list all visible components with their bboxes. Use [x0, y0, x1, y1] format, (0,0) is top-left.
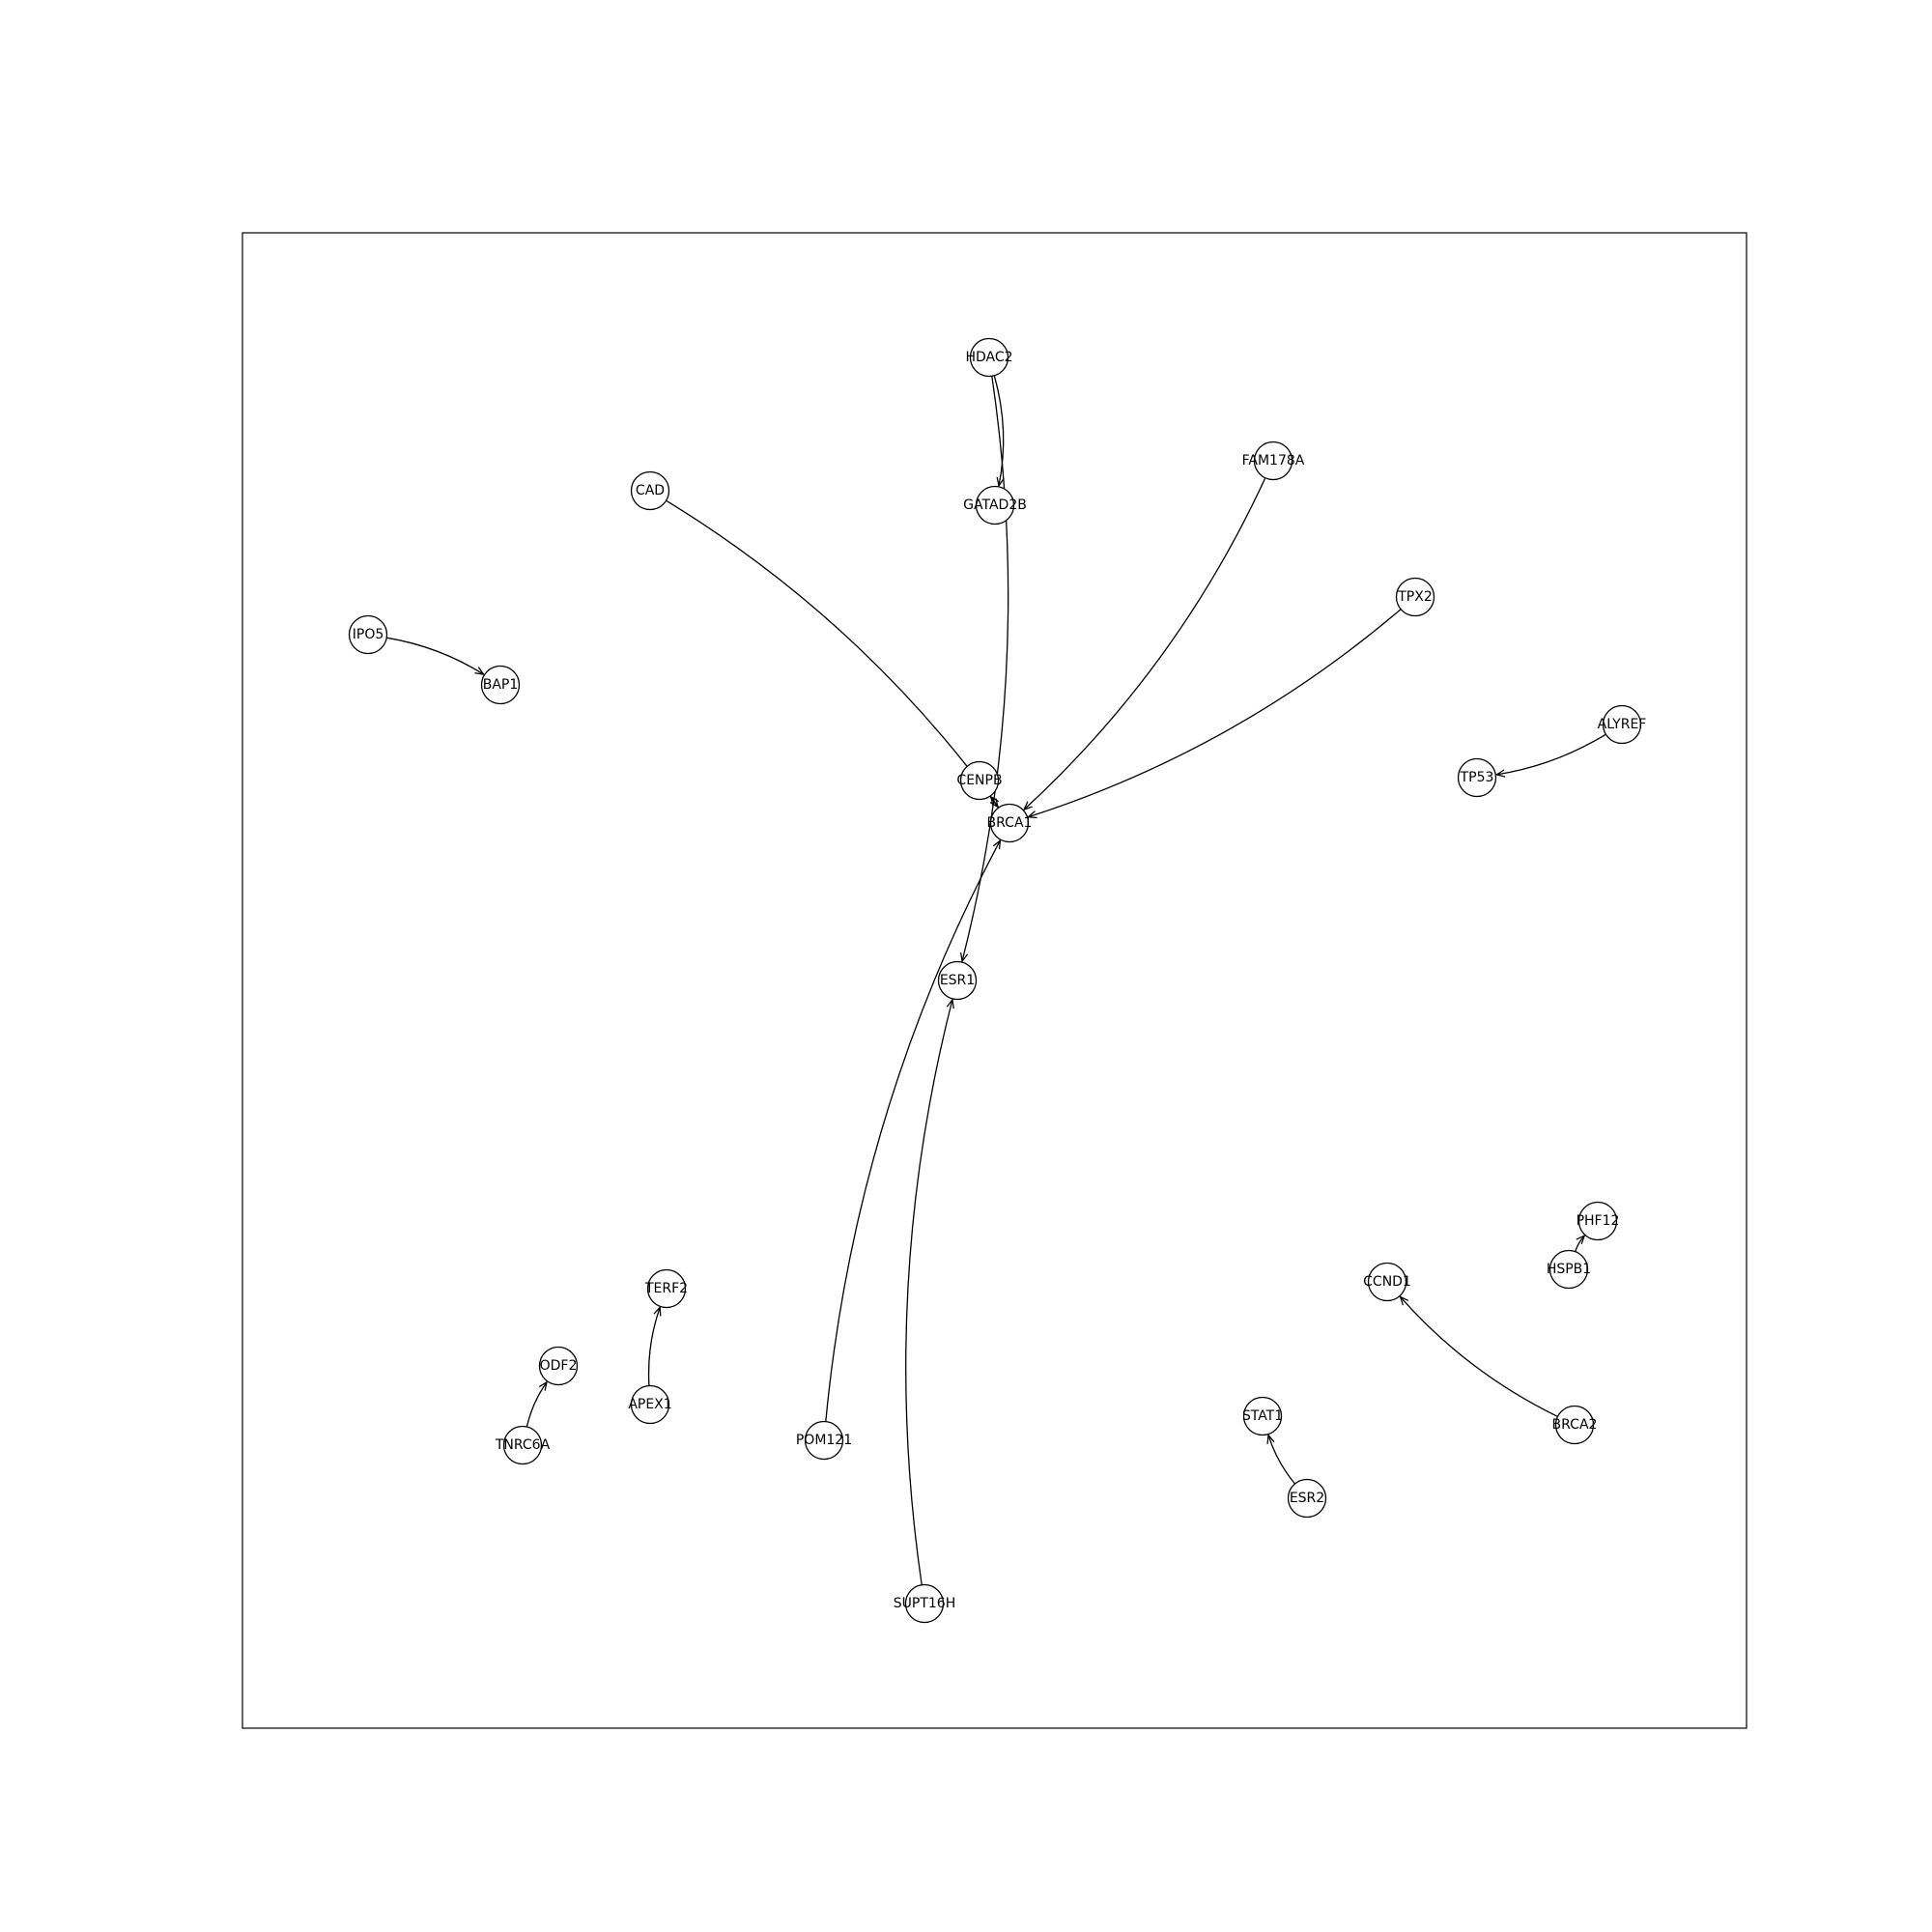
node-circle [1554, 1405, 1595, 1445]
node-circle [1253, 440, 1293, 481]
edge-esr2-to-stat1 [1268, 1435, 1296, 1485]
node-circle [959, 760, 1000, 801]
node-circle [1577, 1201, 1618, 1241]
node-circle [937, 960, 978, 1001]
edge-apex1-to-terf2 [647, 1307, 661, 1386]
node-label: BAP1 [483, 677, 519, 693]
edge-hdac2-to-esr1 [962, 376, 1009, 961]
node-label: TNRC6A [495, 1437, 551, 1453]
node-tnrc6a: TNRC6A [495, 1425, 551, 1465]
node-hdac2: HDAC2 [965, 337, 1013, 378]
node-label: BRCA1 [987, 815, 1033, 831]
node-circle [904, 1583, 945, 1624]
node-apex1: APEX1 [628, 1384, 672, 1425]
node-label: BRCA2 [1552, 1417, 1598, 1433]
node-brca1: BRCA1 [987, 803, 1033, 843]
node-label: HDAC2 [965, 350, 1012, 365]
node-circle [646, 1268, 687, 1309]
node-label: ESR1 [940, 973, 975, 988]
node-terf2: TERF2 [644, 1268, 688, 1309]
node-label: ODF2 [540, 1358, 578, 1374]
node-circle [538, 1346, 579, 1386]
node-ccnd1: CCND1 [1363, 1262, 1411, 1302]
plot-frame [242, 232, 1747, 1729]
node-circle [1602, 704, 1642, 745]
node-circle [502, 1425, 543, 1465]
node-tpx2: TPX2 [1395, 577, 1435, 617]
node-label: ALYREF [1598, 717, 1647, 732]
node-cenpb: CENPB [956, 760, 1003, 801]
node-circle [969, 337, 1009, 378]
node-phf12: PHF12 [1577, 1201, 1620, 1241]
node-pom121: POM121 [796, 1420, 852, 1461]
node-circle [630, 470, 670, 511]
edge-hdac2-to-gatad2b [993, 375, 1003, 486]
node-bap1: BAP1 [480, 665, 521, 705]
edge-tpx2-to-brca1 [1029, 609, 1402, 817]
node-label: TERF2 [644, 1281, 688, 1296]
node-brca2: BRCA2 [1552, 1405, 1598, 1445]
node-label: TPX2 [1397, 589, 1433, 605]
node-circle [1287, 1478, 1327, 1519]
node-label: IPO5 [353, 627, 384, 642]
node-circle [480, 665, 521, 705]
node-label: APEX1 [628, 1397, 671, 1412]
edge-fam178a-to-brca1 [1024, 477, 1266, 810]
node-label: PHF12 [1577, 1213, 1620, 1229]
node-circle [1242, 1396, 1283, 1436]
node-label: POM121 [796, 1433, 852, 1448]
node-label: HSPB1 [1547, 1262, 1591, 1277]
node-gatad2b: GATAD2B [963, 485, 1027, 526]
node-tp53: TP53 [1457, 757, 1497, 798]
node-circle [630, 1384, 670, 1425]
node-circle [348, 614, 388, 655]
node-label: SUPT16H [894, 1596, 955, 1611]
edge-brca2-to-ccnd1 [1401, 1296, 1558, 1417]
node-circle [1367, 1262, 1407, 1302]
edge-brca1-to-cenpb [991, 797, 1000, 809]
node-circle [1457, 757, 1497, 798]
node-circle [989, 803, 1030, 843]
node-label: CAD [636, 483, 665, 498]
edges-layer [386, 375, 1606, 1585]
node-esr2: ESR2 [1287, 1478, 1327, 1519]
edge-hspb1-to-phf12 [1574, 1236, 1585, 1252]
edge-tnrc6a-to-odf2 [526, 1382, 547, 1428]
node-label: FAM178A [1242, 453, 1305, 469]
node-label: TP53 [1460, 770, 1494, 785]
node-label: ESR2 [1290, 1491, 1324, 1506]
edge-ipo5-to-bap1 [386, 637, 483, 674]
edge-alyref-to-tp53 [1496, 733, 1606, 775]
node-alyref: ALYREF [1598, 704, 1647, 745]
node-hspb1: HSPB1 [1547, 1249, 1591, 1290]
node-circle [1548, 1249, 1589, 1290]
node-circle [975, 485, 1015, 526]
node-label: STAT1 [1242, 1408, 1283, 1424]
node-circle [1395, 577, 1435, 617]
edge-pom121-to-brca1 [825, 840, 1001, 1422]
node-fam178a: FAM178A [1242, 440, 1305, 481]
node-stat1: STAT1 [1242, 1396, 1283, 1436]
node-label: CENPB [956, 773, 1002, 788]
node-circle [804, 1420, 844, 1461]
node-odf2: ODF2 [538, 1346, 579, 1386]
node-label: GATAD2B [963, 497, 1027, 513]
edge-supt16h-to-esr1 [905, 1000, 952, 1585]
node-supt16h: SUPT16H [894, 1583, 955, 1624]
node-ipo5: IPO5 [348, 614, 388, 655]
node-esr1: ESR1 [937, 960, 978, 1001]
node-cad: CAD [630, 470, 670, 511]
edge-cad-to-brca1 [666, 499, 998, 807]
node-label: CCND1 [1363, 1274, 1411, 1290]
